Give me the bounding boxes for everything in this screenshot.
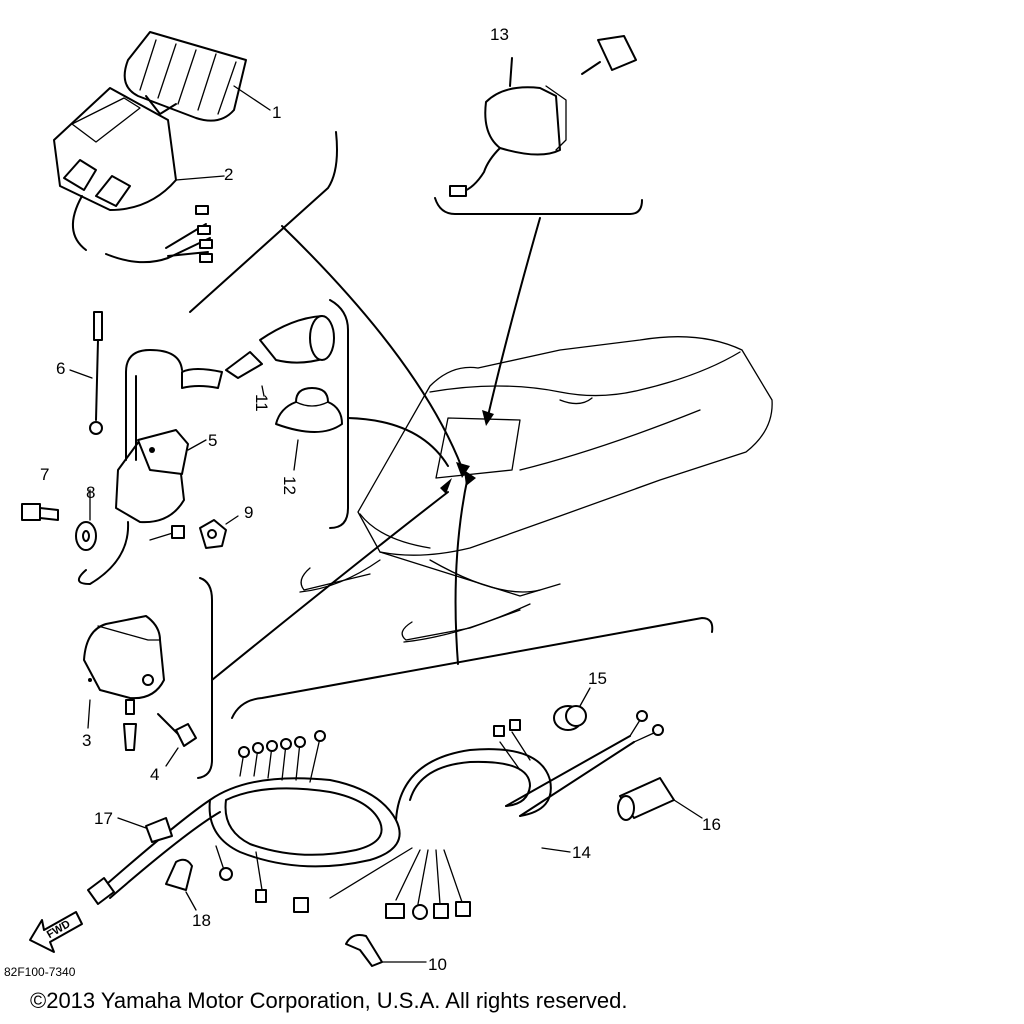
callout-9: 9 (244, 503, 253, 522)
callout-10: 10 (428, 955, 447, 974)
part-2-housing (53, 87, 225, 264)
part-12-cover (275, 387, 343, 471)
part-3-cdi (83, 615, 165, 751)
callout-2: 2 (224, 165, 233, 184)
part-16-sleeve (617, 777, 703, 821)
callout-16: 16 (702, 815, 721, 834)
group-bracket-lower-left (197, 577, 213, 779)
group-bracket-harness (231, 617, 714, 719)
part-14-harness (87, 710, 664, 920)
part-15-grommet (553, 687, 591, 731)
callout-17: 17 (94, 809, 113, 828)
part-9-nut (199, 515, 239, 549)
group-bracket-top-left (189, 131, 338, 313)
part-11-plug-cap (181, 315, 335, 397)
callout-12: 12 (280, 476, 299, 495)
callout-8: 8 (86, 483, 95, 502)
group-bracket-top-right (434, 197, 643, 215)
leader-lines (211, 217, 541, 681)
part-5-coil (78, 349, 207, 585)
callout-15: 15 (588, 669, 607, 688)
callout-3: 3 (82, 731, 91, 750)
callout-5: 5 (208, 431, 217, 450)
part-13-switch (449, 35, 637, 197)
callout-6: 6 (56, 359, 65, 378)
callout-13: 13 (490, 25, 509, 44)
callout-18: 18 (192, 911, 211, 930)
callout-1: 1 (272, 103, 281, 122)
callout-4: 4 (150, 765, 159, 784)
part-10-clip (345, 934, 427, 967)
part-4-bolt (157, 713, 197, 767)
callout-7: 7 (40, 465, 49, 484)
diagram-part-code: 82F100-7340 (4, 965, 76, 979)
callout-11: 11 (252, 394, 271, 412)
part-8-washer (75, 489, 97, 551)
forward-direction-arrow: FWD (29, 911, 83, 953)
copyright-notice: ©2013 Yamaha Motor Corporation, U.S.A. A… (30, 988, 627, 1013)
part-18-clamp (165, 858, 197, 911)
callout-14: 14 (572, 843, 591, 862)
part-6-lead (69, 311, 103, 435)
part-17-cap (117, 817, 173, 843)
snowmobile-outline (299, 336, 773, 643)
part-1-cap (123, 31, 271, 122)
part-7-bolt (21, 503, 59, 521)
